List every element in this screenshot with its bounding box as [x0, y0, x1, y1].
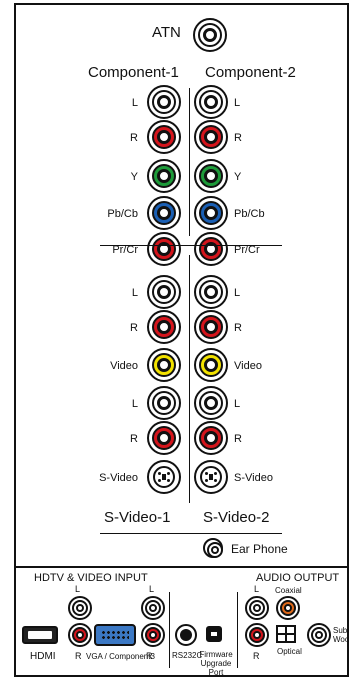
ear-phone-label: Ear Phone [231, 542, 288, 556]
hdtv-video-input-title: HDTV & VIDEO INPUT [34, 572, 148, 584]
connector-panel [14, 3, 349, 677]
av-right-label: R [234, 433, 242, 445]
av-right-label: L [234, 398, 241, 410]
coaxial-label: Coaxial [275, 586, 302, 595]
component-2-title: Component-2 [205, 64, 296, 81]
component-1-jack[interactable] [147, 85, 181, 119]
atn-jack[interactable] [193, 18, 227, 52]
component-1-label: Y [130, 171, 138, 183]
component-1-label: L [131, 97, 138, 109]
ear-phone-jack[interactable] [203, 538, 223, 558]
component-1-label: R [130, 132, 138, 144]
s-video-right-jack[interactable] [194, 460, 228, 494]
av-right-jack[interactable] [194, 386, 228, 420]
component-2-label: Y [234, 171, 242, 183]
av-left-jack[interactable] [147, 348, 181, 382]
av-left-jack[interactable] [147, 275, 181, 309]
vga-audio-r-jack[interactable] [141, 623, 165, 647]
component-1-label: Pb/Cb [107, 208, 138, 220]
section-divider-bottom [100, 533, 282, 534]
vga-audio-l-jack[interactable] [141, 596, 165, 620]
component-2-jack[interactable] [194, 232, 228, 266]
component-1-label: Pr/Cr [112, 244, 138, 256]
component-1-jack[interactable] [147, 120, 181, 154]
component-2-label: Pr/Cr [234, 244, 260, 256]
component-1-jack[interactable] [147, 196, 181, 230]
av-right-jack[interactable] [194, 421, 228, 455]
av-right-label: Video [234, 360, 262, 372]
atn-label: ATN [152, 24, 181, 41]
section-divider-top [100, 245, 282, 246]
hdmi-audio-r-label: R [75, 651, 82, 661]
vga-audio-l-label: L [149, 584, 155, 594]
bottom-section-divider [14, 566, 349, 568]
audio-out-l-label: L [254, 584, 260, 594]
component-2-label: Pb/Cb [234, 208, 265, 220]
component-2-jack[interactable] [194, 196, 228, 230]
hdmi-audio-r-jack[interactable] [68, 623, 92, 647]
firmware-label: Firmware Upgrade Port [199, 650, 233, 677]
audio-output-title: AUDIO OUTPUT [256, 572, 340, 584]
av-right-jack[interactable] [194, 348, 228, 382]
av-right-jack[interactable] [194, 275, 228, 309]
av-left-label: L [131, 398, 138, 410]
component-2-label: R [234, 132, 242, 144]
coaxial-jack[interactable] [276, 596, 300, 620]
sub-woofer-label: Sub Woofer [333, 626, 349, 644]
av-right-jack[interactable] [194, 310, 228, 344]
av-left-label: S-Video [99, 472, 138, 484]
av-left-label: R [130, 322, 138, 334]
av-right-label: R [234, 322, 242, 334]
hdtv-divider [169, 592, 170, 668]
av-left-label: R [130, 433, 138, 445]
av-right-label: L [234, 287, 241, 299]
component-divider [189, 88, 190, 236]
optical-port[interactable] [276, 625, 296, 643]
av-left-jack[interactable] [147, 310, 181, 344]
audio-out-l-jack[interactable] [245, 596, 269, 620]
av-left-jack[interactable] [147, 421, 181, 455]
component-2-jack[interactable] [194, 159, 228, 193]
component-2-label: L [234, 97, 241, 109]
rs232c-label: RS232C [172, 651, 203, 660]
av-divider [189, 255, 190, 503]
sub-woofer-jack[interactable] [307, 623, 331, 647]
av-left-label: L [131, 287, 138, 299]
audio-divider [237, 592, 238, 668]
av-left-jack[interactable] [147, 386, 181, 420]
hdmi-label: HDMI [30, 651, 56, 662]
av-right-label: S-Video [234, 472, 273, 484]
hdmi-audio-l-label: L [75, 584, 81, 594]
optical-label: Optical [277, 647, 302, 656]
vga-port[interactable] [94, 624, 136, 646]
s-video-2-title: S-Video-2 [203, 509, 270, 526]
component-1-title: Component-1 [88, 64, 179, 81]
component-1-jack[interactable] [147, 159, 181, 193]
rs232c-port[interactable] [175, 624, 197, 646]
component-1-jack[interactable] [147, 232, 181, 266]
s-video-1-title: S-Video-1 [104, 509, 171, 526]
hdmi-port[interactable] [22, 626, 58, 644]
vga-label: VGA / Component3 [86, 652, 155, 661]
component-2-jack[interactable] [194, 85, 228, 119]
s-video-left-jack[interactable] [147, 460, 181, 494]
component-2-jack[interactable] [194, 120, 228, 154]
av-left-label: Video [110, 360, 138, 372]
firmware-upgrade-port[interactable] [206, 626, 222, 642]
hdmi-audio-l-jack[interactable] [68, 596, 92, 620]
audio-out-r-jack[interactable] [245, 623, 269, 647]
vga-audio-r-label: R [146, 651, 153, 661]
audio-out-r-label: R [253, 651, 260, 661]
